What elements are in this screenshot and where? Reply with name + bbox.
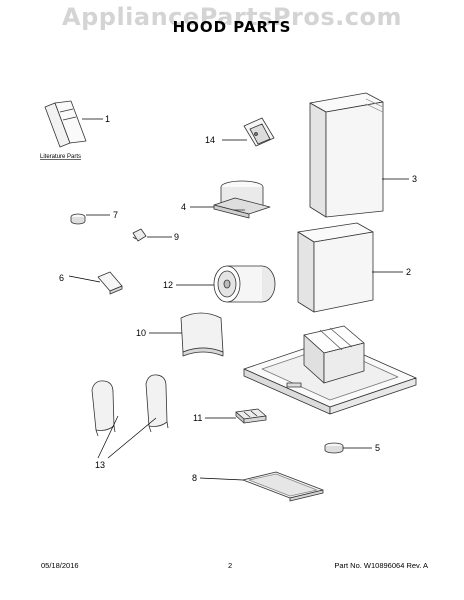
callout-13: 13 bbox=[95, 460, 105, 470]
callout-8: 8 bbox=[192, 473, 197, 483]
callout-4: 4 bbox=[181, 202, 186, 212]
watermark: AppliancePartsPros.com bbox=[62, 3, 402, 31]
side-panel-left[interactable] bbox=[91, 380, 116, 437]
footer-page-number: 2 bbox=[228, 561, 233, 570]
callout-14: 14 bbox=[205, 135, 215, 145]
callout-1: 1 bbox=[105, 114, 110, 124]
lower-chimney-cover[interactable] bbox=[297, 222, 374, 313]
lamp[interactable] bbox=[324, 442, 344, 454]
mounting-bracket[interactable] bbox=[243, 117, 275, 147]
literature-booklet[interactable] bbox=[44, 100, 87, 148]
callout-3: 3 bbox=[412, 174, 417, 184]
callout-12: 12 bbox=[163, 280, 173, 290]
blower-motor[interactable] bbox=[213, 265, 276, 303]
callout-10: 10 bbox=[136, 328, 146, 338]
callout-2: 2 bbox=[406, 267, 411, 277]
callout-6: 6 bbox=[59, 273, 64, 283]
hood-canopy[interactable] bbox=[243, 325, 417, 415]
footer-date: 05/18/2016 bbox=[41, 561, 79, 570]
callout-9: 9 bbox=[174, 232, 179, 242]
literature-parts-label: Literature Parts bbox=[40, 154, 81, 160]
leader-lines bbox=[68, 118, 409, 481]
upper-chimney-cover[interactable] bbox=[309, 92, 384, 218]
switch-plate[interactable] bbox=[97, 271, 123, 295]
grease-filter[interactable] bbox=[242, 471, 324, 502]
side-panel-right[interactable] bbox=[145, 374, 169, 433]
callout-7: 7 bbox=[113, 210, 118, 220]
light-module[interactable] bbox=[235, 408, 267, 424]
callout-5: 5 bbox=[375, 443, 380, 453]
page-title: HOOD PARTS bbox=[172, 18, 292, 36]
grommet-part[interactable] bbox=[70, 213, 86, 225]
curved-panel[interactable] bbox=[180, 312, 224, 357]
callout-11: 11 bbox=[193, 413, 202, 423]
footer-part-number: Part No. W10896064 Rev. A bbox=[334, 561, 428, 570]
blower-housing[interactable] bbox=[213, 180, 271, 219]
clip-part[interactable] bbox=[132, 228, 147, 242]
